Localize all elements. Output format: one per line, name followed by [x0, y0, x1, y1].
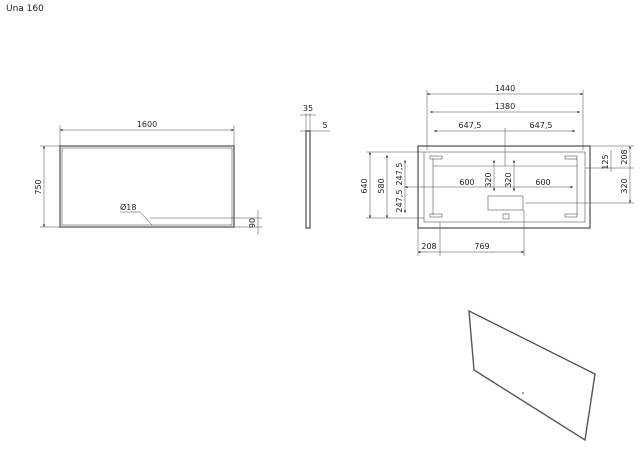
dim-right-top: 208	[620, 149, 629, 164]
isometric-view	[468, 309, 596, 442]
dim-half-right: 647,5	[530, 121, 553, 130]
dim-span-right: 600	[535, 178, 550, 187]
dim-depth: 35	[303, 104, 313, 113]
dim-right-bottom: 320	[620, 178, 629, 193]
dim-sensor-offset: 90	[248, 218, 257, 228]
dim-glass: 5	[322, 121, 327, 130]
back-view: 1440 1380 647,5 647,5 640 580 247,5 247,…	[360, 84, 634, 256]
dim-height-outer: 640	[360, 178, 369, 193]
dim-bottom-left: 208	[421, 242, 436, 251]
drawing-title: Una 160	[6, 4, 44, 14]
dim-vert-left: 320	[484, 172, 493, 187]
dim-span-left: 600	[459, 178, 474, 187]
dim-sensor-diameter: Ø18	[120, 202, 136, 212]
dim-vert-right: 320	[504, 172, 513, 187]
dim-half-left: 647,5	[459, 121, 482, 130]
dim-height: 750	[34, 179, 43, 194]
dim-width-inner: 1380	[495, 102, 515, 111]
dim-bottom-mid: 769	[474, 242, 489, 251]
dim-quarter-bottom: 247,5	[395, 190, 404, 213]
dim-quarter-top: 247,5	[395, 163, 404, 186]
front-view: 1600 750 Ø18 90	[34, 120, 262, 235]
dim-width: 1600	[137, 120, 157, 129]
dim-height-inner: 580	[377, 178, 386, 193]
side-view: 35 5	[300, 104, 330, 229]
dim-right-small: 125	[601, 154, 610, 169]
dim-width-outer: 1440	[495, 84, 515, 93]
